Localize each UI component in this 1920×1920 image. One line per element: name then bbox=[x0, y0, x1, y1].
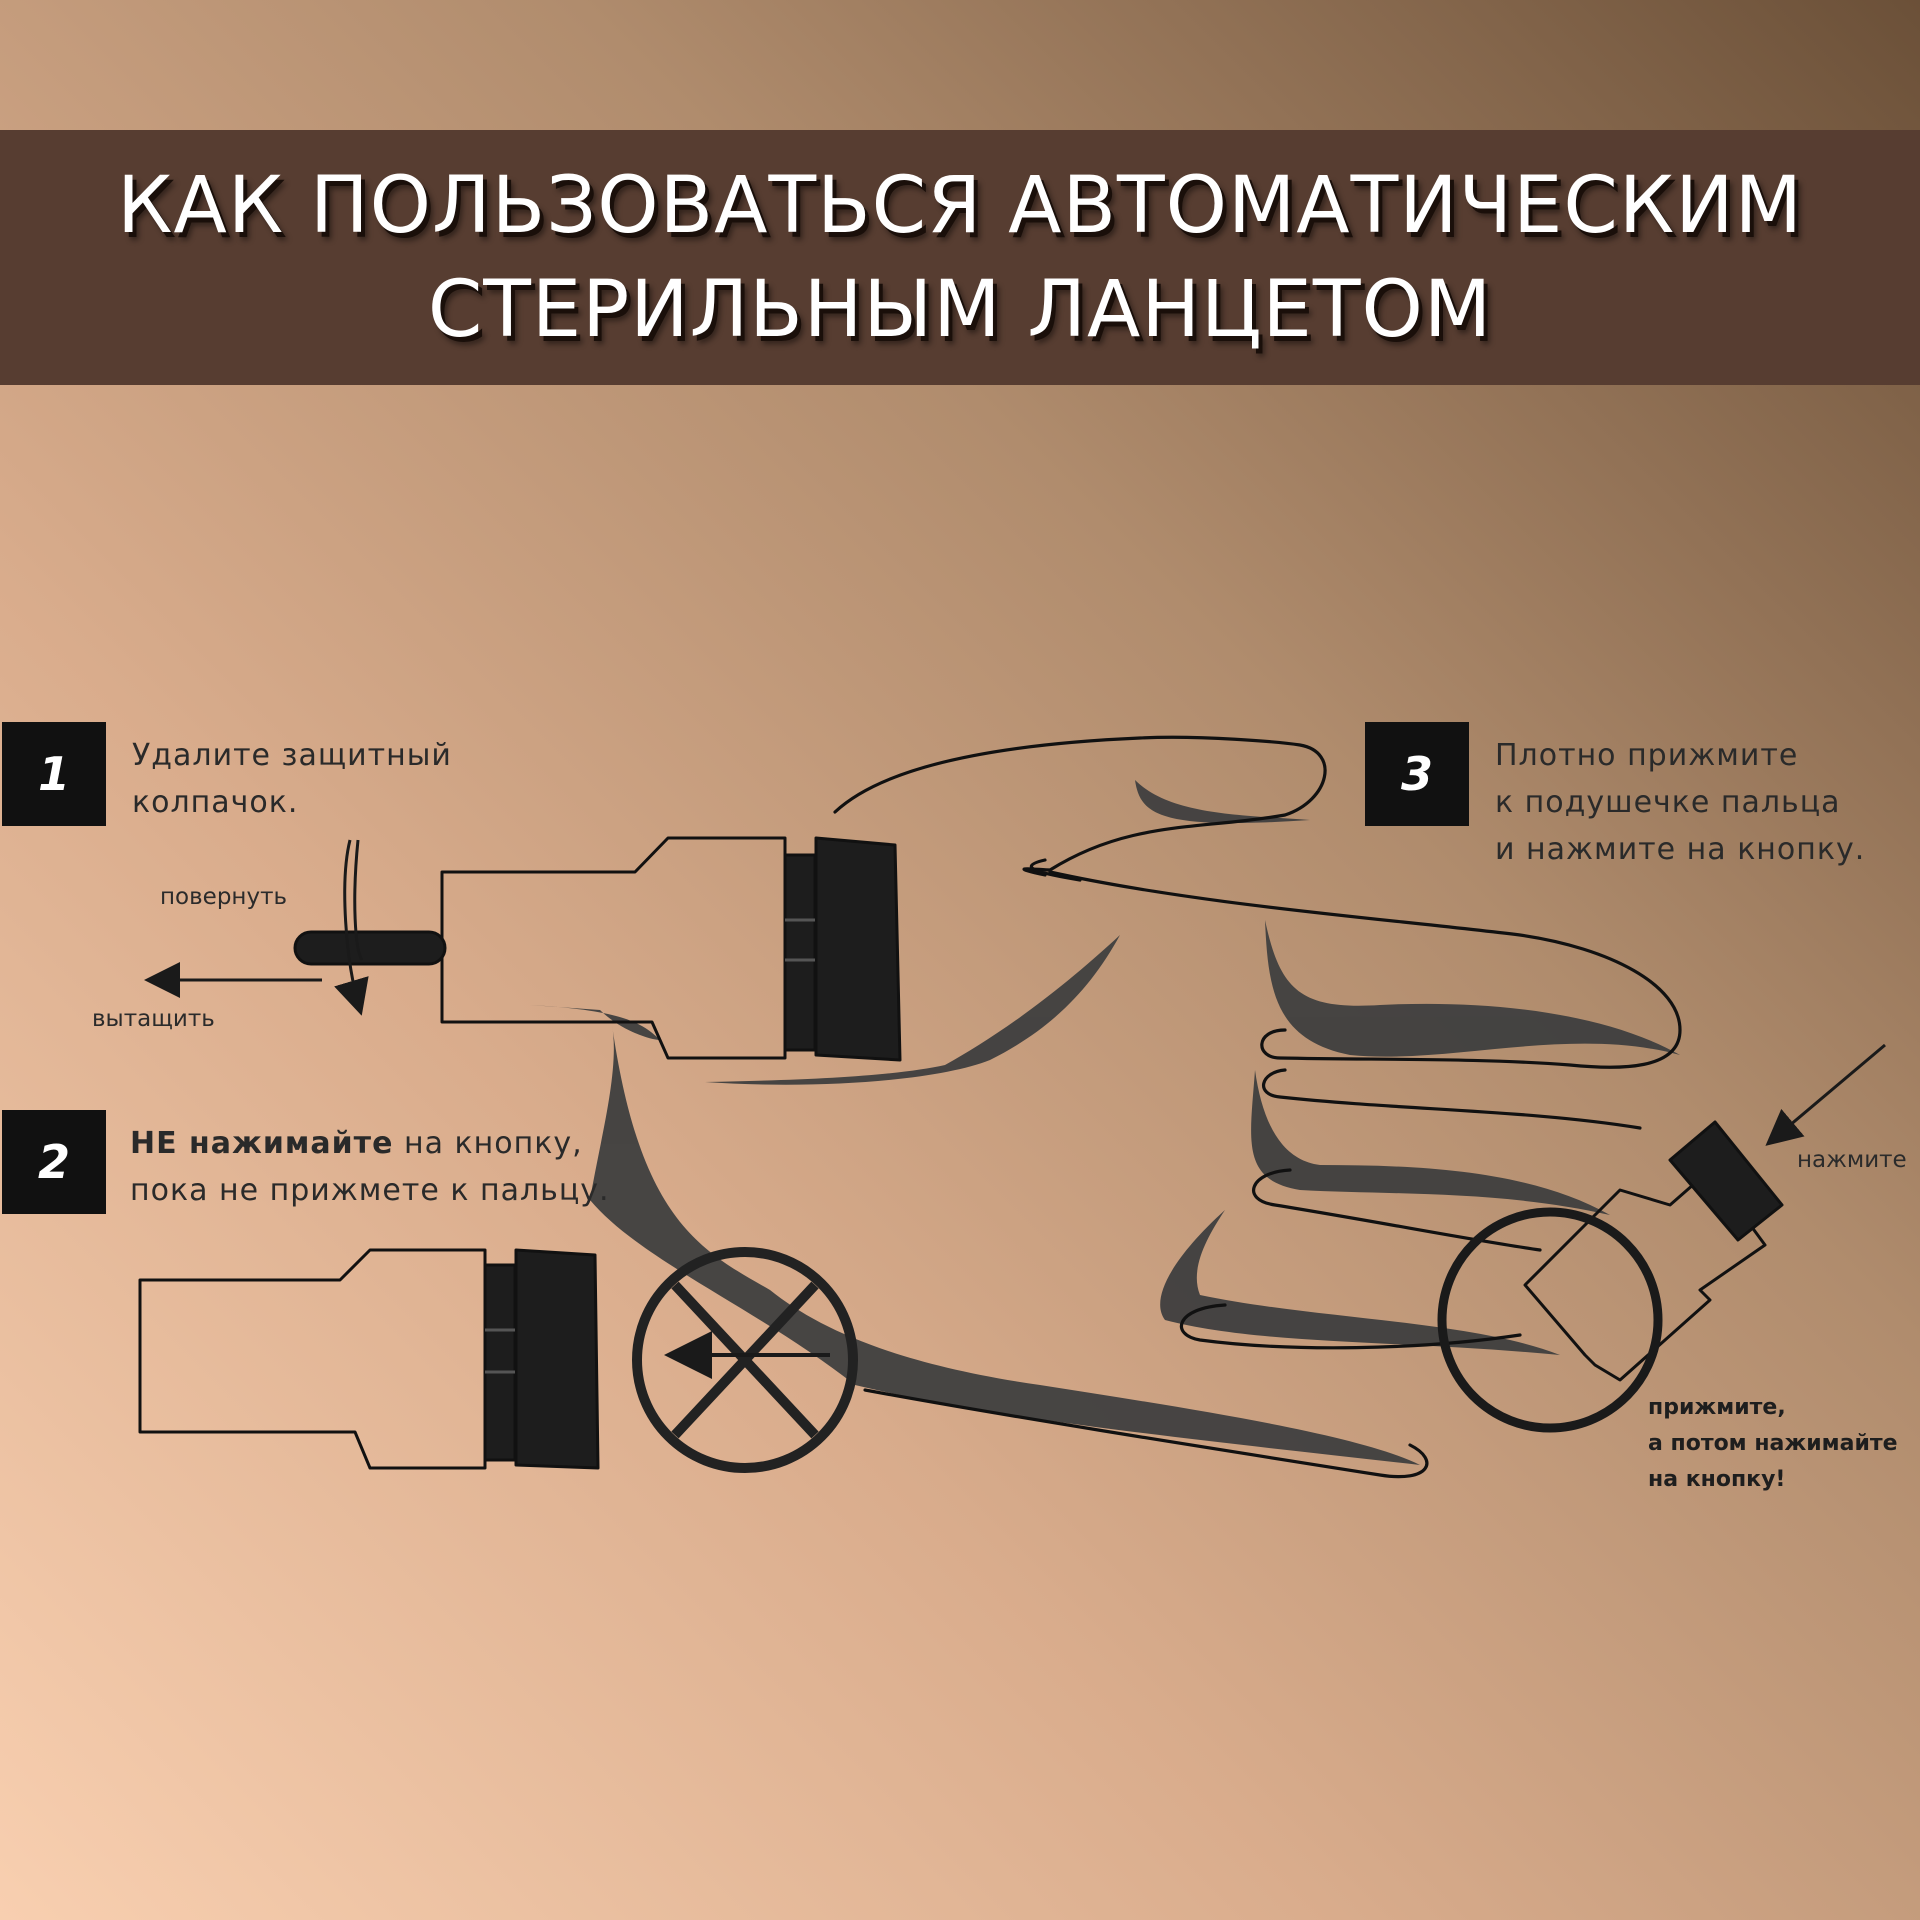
step-2-bold: НЕ нажимайте bbox=[130, 1126, 394, 1161]
step-3-line-1: Плотно прижмите bbox=[1495, 738, 1799, 773]
pull-label: вытащить bbox=[92, 1006, 215, 1032]
step-2-badge: 2 bbox=[2, 1110, 106, 1214]
press-label: нажмите bbox=[1797, 1147, 1907, 1173]
lancet-step2 bbox=[138, 1248, 600, 1470]
press-note-line-3: на кнопку! bbox=[1648, 1467, 1786, 1492]
rotate-arrow bbox=[334, 839, 369, 1016]
title-banner: КАК ПОЛЬЗОВАТЬСЯ АВТОМАТИЧЕСКИМ СТЕРИЛЬН… bbox=[0, 130, 1920, 385]
step-1-badge: 1 bbox=[2, 722, 106, 826]
highlight-circle bbox=[1437, 1207, 1663, 1433]
rotate-label: повернуть bbox=[160, 884, 288, 910]
step-1-line-2: колпачок. bbox=[132, 785, 299, 820]
step-3-text: Плотно прижмите к подушечке пальца и наж… bbox=[1495, 732, 1865, 873]
prohibition-sign bbox=[632, 1247, 858, 1473]
step-2-line-1: НЕ нажимайте на кнопку, bbox=[130, 1120, 610, 1167]
press-note: прижмите, а потом нажимайте на кнопку! bbox=[1648, 1390, 1898, 1498]
step-2-line-2: пока не прижмете к пальцу. bbox=[130, 1173, 610, 1208]
step-2-text: НЕ нажимайте на кнопку, пока не прижмете… bbox=[130, 1120, 610, 1214]
step-2-rest: на кнопку, bbox=[393, 1126, 583, 1161]
press-note-line-1: прижмите, bbox=[1648, 1395, 1786, 1420]
lancet-step3 bbox=[1523, 1120, 1784, 1382]
step-1-line-1: Удалите защитный bbox=[132, 738, 452, 773]
press-note-line-2: а потом нажимайте bbox=[1648, 1431, 1898, 1456]
step-3-badge: 3 bbox=[1365, 722, 1469, 826]
press-arrow bbox=[1765, 1043, 1886, 1146]
step-1-text: Удалите защитный колпачок. bbox=[132, 732, 452, 826]
step-3-line-3: и нажмите на кнопку. bbox=[1495, 832, 1866, 867]
title-line-1: КАК ПОЛЬЗОВАТЬСЯ АВТОМАТИЧЕСКИМ bbox=[117, 160, 1803, 251]
lancet-step1 bbox=[293, 836, 902, 1062]
step-3-line-2: к подушечке пальца bbox=[1495, 785, 1841, 820]
title-line-2: СТЕРИЛЬНЫМ ЛАНЦЕТОМ bbox=[427, 264, 1493, 355]
